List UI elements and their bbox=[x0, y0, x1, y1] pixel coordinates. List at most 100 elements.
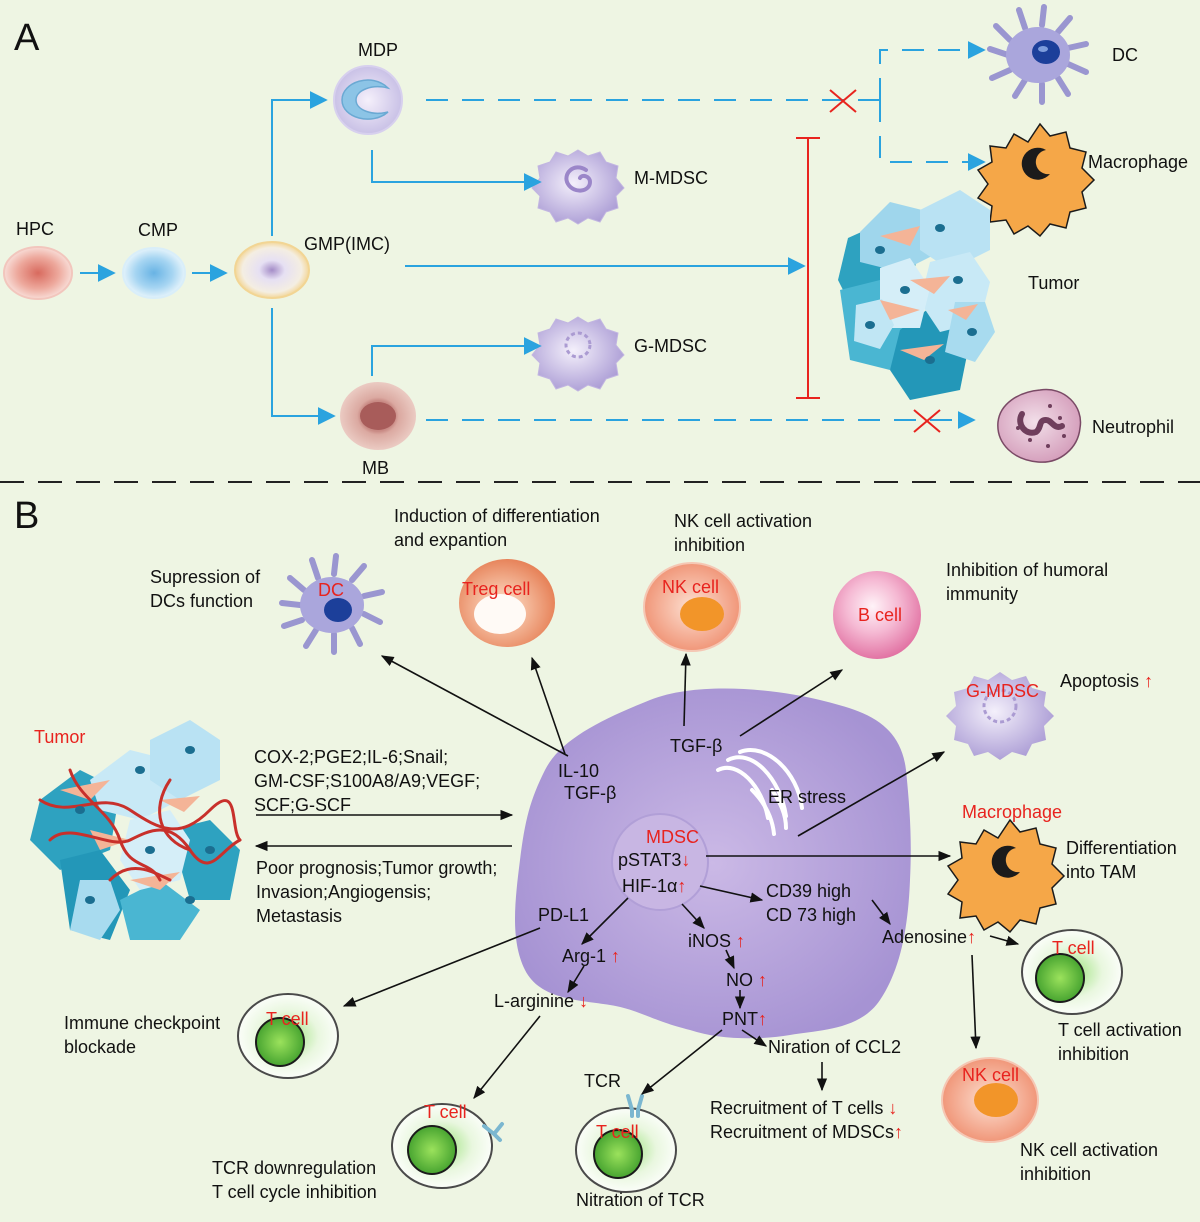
tumor-factors-line1: COX-2;PGE2;IL-6;Snail; bbox=[254, 747, 449, 767]
macrophage-cell-a bbox=[976, 122, 1096, 238]
pstat3-label: pSTAT3↓ bbox=[618, 850, 691, 870]
dc-cell-b bbox=[279, 553, 385, 655]
mb-label: MB bbox=[362, 458, 389, 478]
mdsc-label: MDSC bbox=[646, 827, 699, 847]
dc-cell-a bbox=[987, 4, 1089, 105]
g-mdsc-cell-a bbox=[531, 316, 625, 392]
mdsc-cell-large bbox=[515, 688, 911, 1039]
gmdsc-effect: Apoptosis ↑ bbox=[1060, 671, 1154, 691]
neutrophil-label: Neutrophil bbox=[1092, 417, 1175, 437]
tumor-label-a: Tumor bbox=[1028, 273, 1080, 293]
tumor-factors-line3: SCF;G-SCF bbox=[254, 795, 351, 815]
arg1-label: Arg-1 ↑ bbox=[562, 946, 621, 966]
tcell-label-checkpoint: T cell bbox=[266, 1009, 309, 1029]
t-cell-nitration bbox=[575, 1094, 677, 1193]
nk-effect-line2: inhibition bbox=[674, 535, 746, 555]
treg-nucleus bbox=[474, 594, 526, 634]
tumor-effects-line2: Invasion;Angiogensis; bbox=[256, 882, 432, 902]
cmp-cell bbox=[122, 247, 186, 299]
hif-label: HIF-1α↑ bbox=[622, 876, 687, 896]
dc-label-b: DC bbox=[318, 580, 344, 600]
tgfb-top-label: TGF-β bbox=[670, 736, 723, 756]
nk-nucleus-bottom bbox=[974, 1083, 1018, 1117]
nitration-tcr-label: Nitration of TCR bbox=[576, 1190, 705, 1210]
adenosine-label: Adenosine↑ bbox=[882, 927, 977, 947]
g-mdsc-cell-b bbox=[946, 672, 1054, 760]
tumor-effects-line3: Metastasis bbox=[256, 906, 343, 926]
tcell-act-line2: inhibition bbox=[1058, 1044, 1130, 1064]
pdl1-label: PD-L1 bbox=[538, 905, 590, 925]
tcell-label-tcr-down: T cell bbox=[424, 1102, 467, 1122]
panel-b bbox=[30, 553, 1123, 1193]
gmp-cell bbox=[234, 241, 310, 299]
t-cell-right bbox=[1021, 929, 1123, 1015]
dc-label-a: DC bbox=[1112, 45, 1138, 65]
tumor-mass-a bbox=[838, 190, 995, 400]
m-mdsc-nucleus bbox=[564, 165, 593, 193]
nk-nucleus-top bbox=[680, 597, 724, 631]
tcr-label: TCR bbox=[584, 1071, 621, 1091]
gmp-label: GMP(IMC) bbox=[304, 234, 390, 254]
m-mdsc-cell bbox=[531, 149, 625, 225]
dc-effect-line1: Supression of bbox=[150, 567, 261, 587]
nk-act-line1: NK cell activation bbox=[1020, 1140, 1159, 1160]
hpc-label: HPC bbox=[16, 219, 55, 239]
er-stress-icon bbox=[716, 748, 804, 836]
treg-effect-line1: Induction of differentiation bbox=[394, 506, 600, 526]
macrophage-effect-line2: into TAM bbox=[1066, 862, 1137, 882]
macrophage-cell-b bbox=[946, 818, 1066, 934]
tcell-label-right: T cell bbox=[1052, 938, 1095, 958]
tgfb-left-label: TGF-β bbox=[564, 783, 617, 803]
pnt-label: PNT↑ bbox=[722, 1009, 767, 1029]
tumor-effects-line1: Poor prognosis;Tumor growth; bbox=[256, 858, 498, 878]
t-cell-tcr-down bbox=[391, 1103, 504, 1189]
panel-a-label: A bbox=[14, 17, 40, 59]
treg-effect-line2: and expantion bbox=[394, 530, 508, 550]
tcr-down-line2: T cell cycle inhibition bbox=[212, 1182, 377, 1202]
cd39-label: CD39 high bbox=[766, 881, 852, 901]
ccl2-label: Niration of CCL2 bbox=[768, 1037, 902, 1057]
macrophage-label-a: Macrophage bbox=[1088, 152, 1189, 172]
tumor-factors-line2: GM-CSF;S100A8/A9;VEGF; bbox=[254, 771, 481, 791]
t-cell-checkpoint bbox=[237, 993, 339, 1079]
g-mdsc-nucleus-b bbox=[982, 688, 1018, 724]
er-stress-label: ER stress bbox=[768, 787, 847, 807]
nk-label-top: NK cell bbox=[662, 577, 720, 597]
no-label: NO ↑ bbox=[726, 970, 768, 990]
b-cell bbox=[833, 571, 921, 659]
panel-a bbox=[3, 4, 1096, 463]
bcell-effect-line1: Inhibition of humoral bbox=[946, 560, 1109, 580]
lineage-arrows bbox=[80, 41, 986, 429]
gmdsc-label-b: G-MDSC bbox=[966, 681, 1039, 701]
m-mdsc-label: M-MDSC bbox=[634, 168, 708, 188]
recruit-t-label: Recruitment of T cells ↓ bbox=[710, 1098, 898, 1118]
tcr-down-line1: TCR downregulation bbox=[212, 1158, 377, 1178]
tcell-act-line1: T cell activation bbox=[1058, 1020, 1182, 1040]
macrophage-effect-line1: Differentiation bbox=[1066, 838, 1177, 858]
mb-nucleus bbox=[360, 402, 396, 430]
inos-label: iNOS ↑ bbox=[688, 931, 746, 951]
cd73-label: CD 73 high bbox=[766, 905, 857, 925]
neutrophil-cell bbox=[997, 388, 1082, 463]
treg-label: Treg cell bbox=[462, 579, 531, 599]
bcell-label: B cell bbox=[858, 605, 903, 625]
cmp-label: CMP bbox=[138, 220, 178, 240]
tumor-mass-b bbox=[30, 720, 242, 940]
mdsc-nucleus bbox=[611, 813, 709, 911]
bcell-effect-line2: immunity bbox=[946, 584, 1019, 604]
checkpoint-line2: blockade bbox=[64, 1037, 137, 1057]
il10-label: IL-10 bbox=[558, 761, 600, 781]
g-mdsc-label-a: G-MDSC bbox=[634, 336, 707, 356]
recruit-mdsc-label: Recruitment of MDSCs↑ bbox=[710, 1122, 904, 1142]
inhibition-marks bbox=[796, 89, 941, 433]
macrophage-label-b: Macrophage bbox=[962, 802, 1063, 822]
mdp-nucleus bbox=[341, 79, 391, 120]
mdp-label: MDP bbox=[358, 40, 398, 60]
hpc-cell bbox=[3, 246, 73, 300]
tumor-label-b: Tumor bbox=[34, 727, 86, 747]
nk-effect-line1: NK cell activation bbox=[674, 511, 813, 531]
checkpoint-line1: Immune checkpoint bbox=[64, 1013, 221, 1033]
nk-label-bottom: NK cell bbox=[962, 1065, 1020, 1085]
g-mdsc-nucleus-a bbox=[564, 331, 592, 359]
